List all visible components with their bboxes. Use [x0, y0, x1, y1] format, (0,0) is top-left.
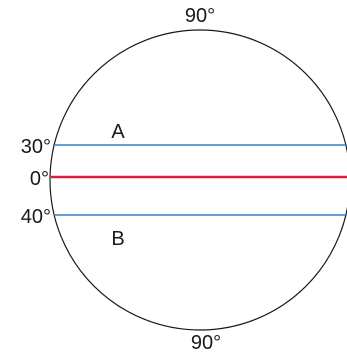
- latitude-30-label: 30°: [21, 136, 51, 158]
- globe-circle: [49, 29, 347, 331]
- equator-label: 0°: [30, 168, 49, 190]
- line-b-label: B: [111, 228, 124, 250]
- line-a-label: A: [111, 121, 125, 143]
- top-pole-label: 90°: [185, 5, 215, 27]
- latitude-40-label: 40°: [21, 206, 51, 228]
- bottom-pole-label: 90°: [191, 332, 221, 354]
